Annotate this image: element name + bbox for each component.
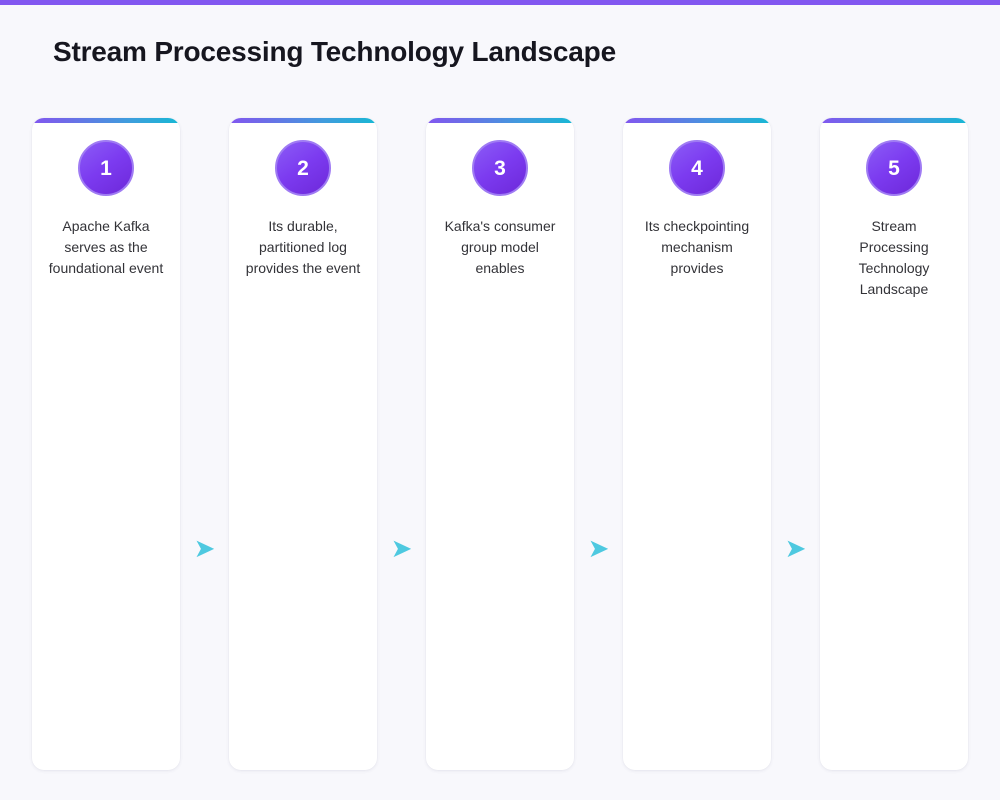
arrow-right-icon: ➤ bbox=[193, 533, 216, 563]
step-description: Stream Processing Technology Landscape bbox=[858, 218, 930, 297]
connector-2-to-3: ➤ bbox=[377, 118, 426, 770]
top-accent-bar bbox=[0, 0, 1000, 5]
step-number-badge: 3 bbox=[472, 140, 528, 196]
arrow-right-icon: ➤ bbox=[587, 533, 610, 563]
step-description: Its durable, partitioned log provides th… bbox=[245, 218, 361, 276]
arrow-right-icon: ➤ bbox=[390, 533, 413, 563]
step-gradient-bar bbox=[426, 118, 574, 123]
connector-3-to-4: ➤ bbox=[574, 118, 623, 770]
step-body: 4 Its checkpointing mechanism provides bbox=[623, 118, 771, 279]
page-title: Stream Processing Technology Landscape bbox=[53, 36, 616, 67]
step-gradient-bar bbox=[820, 118, 968, 123]
step-description: Apache Kafka serves as the foundational … bbox=[48, 218, 164, 276]
connector-1-to-2: ➤ bbox=[180, 118, 229, 770]
step-number-badge: 2 bbox=[275, 140, 331, 196]
flow-step-1[interactable]: 1 Apache Kafka serves as the foundationa… bbox=[32, 118, 180, 770]
step-description: Its checkpointing mechanism provides bbox=[644, 218, 750, 276]
step-body: 3 Kafka's consumer group model enables bbox=[426, 118, 574, 279]
step-number-badge: 5 bbox=[866, 140, 922, 196]
step-number-badge: 4 bbox=[669, 140, 725, 196]
step-body: 2 Its durable, partitioned log provides … bbox=[229, 118, 377, 279]
step-gradient-bar bbox=[229, 118, 377, 123]
flow-step-2[interactable]: 2 Its durable, partitioned log provides … bbox=[229, 118, 377, 770]
step-number-badge: 1 bbox=[78, 140, 134, 196]
flow-step-4[interactable]: 4 Its checkpointing mechanism provides bbox=[623, 118, 771, 770]
connector-4-to-5: ➤ bbox=[771, 118, 820, 770]
step-gradient-bar bbox=[32, 118, 180, 123]
step-body: 5 Stream Processing Technology Landscape bbox=[820, 118, 968, 300]
arrow-right-icon: ➤ bbox=[784, 533, 807, 563]
flow-step-3[interactable]: 3 Kafka's consumer group model enables bbox=[426, 118, 574, 770]
step-body: 1 Apache Kafka serves as the foundationa… bbox=[32, 118, 180, 279]
process-flow: 1 Apache Kafka serves as the foundationa… bbox=[32, 118, 968, 770]
step-description: Kafka's consumer group model enables bbox=[444, 218, 556, 276]
flow-step-5[interactable]: 5 Stream Processing Technology Landscape bbox=[820, 118, 968, 770]
step-gradient-bar bbox=[623, 118, 771, 123]
